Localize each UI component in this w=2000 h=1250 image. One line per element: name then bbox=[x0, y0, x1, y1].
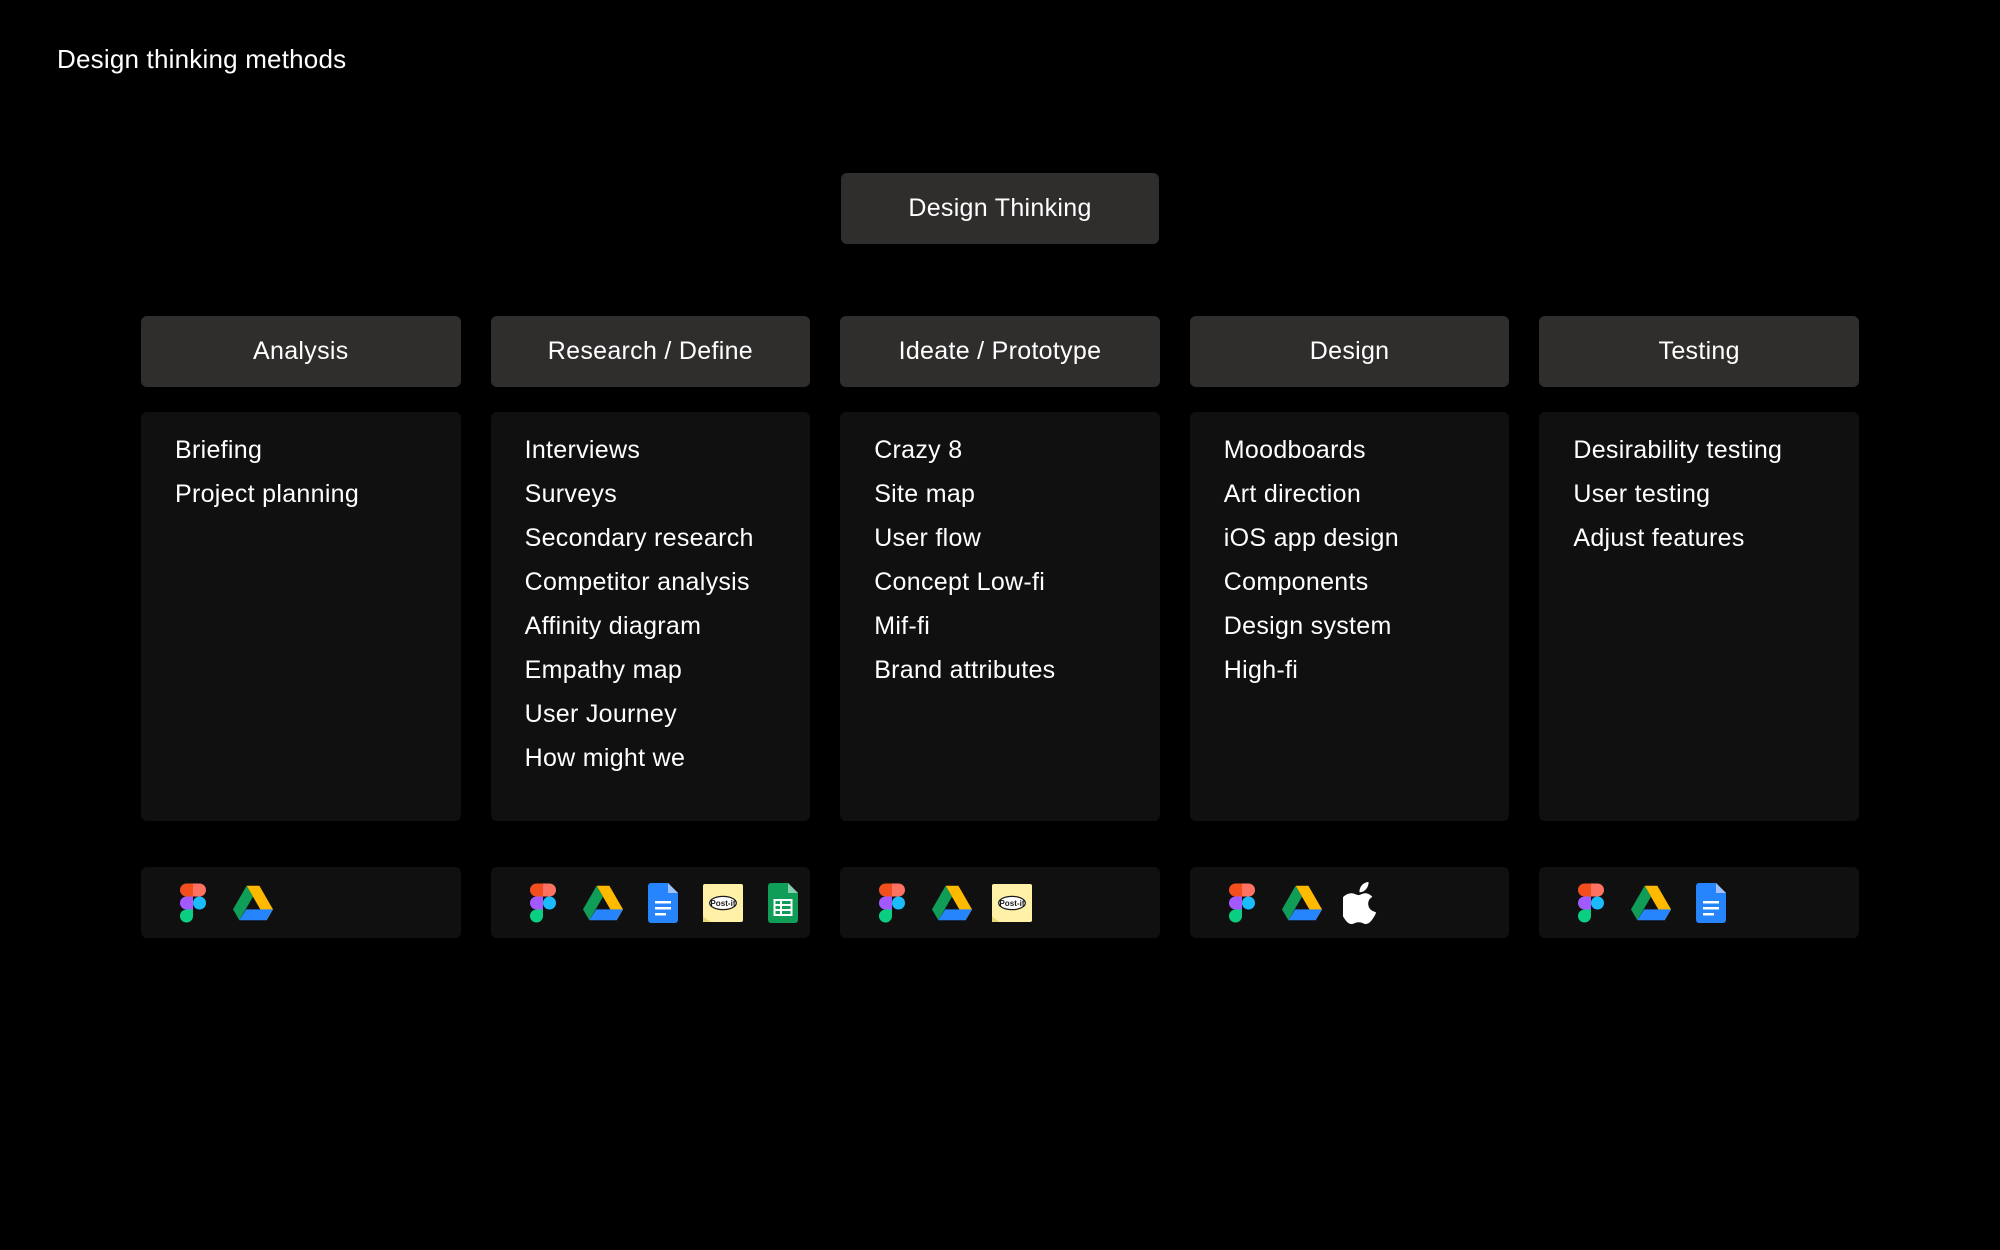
phase-columns: Analysis Briefing Project planning Resea… bbox=[141, 316, 1859, 938]
figma-icon bbox=[1222, 883, 1262, 923]
phase-header-label: Research / Define bbox=[547, 337, 753, 365]
phase-header-research-define: Research / Define bbox=[490, 316, 811, 387]
methods-list-research-define: Interviews Surveys Secondary research Co… bbox=[490, 412, 811, 821]
method-item: User Journey bbox=[524, 700, 677, 728]
phase-header-testing: Testing bbox=[1539, 316, 1859, 387]
phase-column-testing: Testing Desirability testing User testin… bbox=[1539, 316, 1859, 938]
tools-row-research-define: Post-it bbox=[490, 867, 811, 938]
post-it-wordmark: Post-it bbox=[1000, 898, 1025, 907]
method-item: Affinity diagram bbox=[524, 612, 702, 640]
method-item: Brand attributes bbox=[874, 656, 1056, 684]
method-item: Interviews bbox=[524, 436, 641, 464]
method-item: Desirability testing bbox=[1573, 436, 1783, 464]
figma-icon bbox=[173, 883, 213, 923]
google-sheets-icon bbox=[763, 882, 803, 923]
method-item: Surveys bbox=[524, 480, 618, 508]
method-item: Design system bbox=[1223, 612, 1392, 640]
method-item: Crazy 8 bbox=[874, 436, 963, 464]
tools-row-analysis bbox=[141, 867, 461, 938]
phase-header-label: Analysis bbox=[253, 337, 349, 365]
post-it-icon: Post-it bbox=[702, 883, 743, 923]
method-item: Site map bbox=[874, 480, 976, 508]
google-drive-icon bbox=[582, 883, 623, 923]
phase-column-analysis: Analysis Briefing Project planning bbox=[141, 316, 461, 938]
root-node-label: Design Thinking bbox=[908, 194, 1092, 222]
phase-header-ideate-prototype: Ideate / Prototype bbox=[840, 316, 1160, 387]
phase-column-ideate-prototype: Ideate / Prototype Crazy 8 Site map User… bbox=[840, 316, 1160, 938]
method-item: Secondary research bbox=[524, 524, 754, 552]
figma-icon bbox=[872, 883, 912, 923]
method-item: How might we bbox=[524, 744, 686, 772]
google-drive-icon bbox=[1631, 883, 1672, 923]
post-it-icon: Post-it bbox=[992, 883, 1033, 923]
phase-header-design: Design bbox=[1189, 316, 1510, 387]
page-title: Design thinking methods bbox=[57, 44, 347, 74]
phase-header-label: Testing bbox=[1658, 337, 1740, 365]
phase-column-design: Design Moodboards Art direction iOS app … bbox=[1189, 316, 1510, 938]
google-docs-icon bbox=[1691, 882, 1731, 923]
google-drive-icon bbox=[932, 883, 973, 923]
phase-column-research-define: Research / Define Interviews Surveys Sec… bbox=[490, 316, 811, 938]
method-item: User flow bbox=[874, 524, 982, 552]
method-item: Competitor analysis bbox=[524, 568, 750, 596]
method-item: Concept Low-fi bbox=[874, 568, 1046, 596]
apple-icon bbox=[1342, 881, 1382, 924]
methods-list-analysis: Briefing Project planning bbox=[141, 412, 461, 821]
phase-header-label: Ideate / Prototype bbox=[898, 337, 1102, 365]
tools-row-ideate-prototype: Post-it bbox=[840, 867, 1160, 938]
method-item: User testing bbox=[1573, 480, 1711, 508]
method-item: Moodboards bbox=[1223, 436, 1366, 464]
tools-row-design bbox=[1189, 867, 1510, 938]
google-drive-icon bbox=[1281, 883, 1322, 923]
method-item: Briefing bbox=[175, 436, 263, 464]
method-item: Adjust features bbox=[1573, 524, 1745, 552]
method-item: Components bbox=[1223, 568, 1369, 596]
phase-header-label: Design bbox=[1309, 337, 1390, 365]
method-item: High-fi bbox=[1223, 656, 1299, 684]
phase-header-analysis: Analysis bbox=[141, 316, 461, 387]
method-item: Project planning bbox=[175, 480, 360, 508]
method-item: iOS app design bbox=[1223, 524, 1399, 552]
google-docs-icon bbox=[643, 882, 683, 923]
methods-list-ideate-prototype: Crazy 8 Site map User flow Concept Low-f… bbox=[840, 412, 1160, 821]
methods-list-testing: Desirability testing User testing Adjust… bbox=[1539, 412, 1859, 821]
method-item: Art direction bbox=[1223, 480, 1362, 508]
method-item: Mif-fi bbox=[874, 612, 931, 640]
methods-list-design: Moodboards Art direction iOS app design … bbox=[1189, 412, 1510, 821]
root-node-design-thinking: Design Thinking bbox=[841, 173, 1159, 244]
post-it-wordmark: Post-it bbox=[710, 898, 735, 907]
figma-icon bbox=[1571, 883, 1611, 923]
method-item: Empathy map bbox=[524, 656, 683, 684]
tools-row-testing bbox=[1539, 867, 1859, 938]
google-drive-icon bbox=[233, 883, 273, 923]
figma-icon bbox=[523, 883, 563, 923]
